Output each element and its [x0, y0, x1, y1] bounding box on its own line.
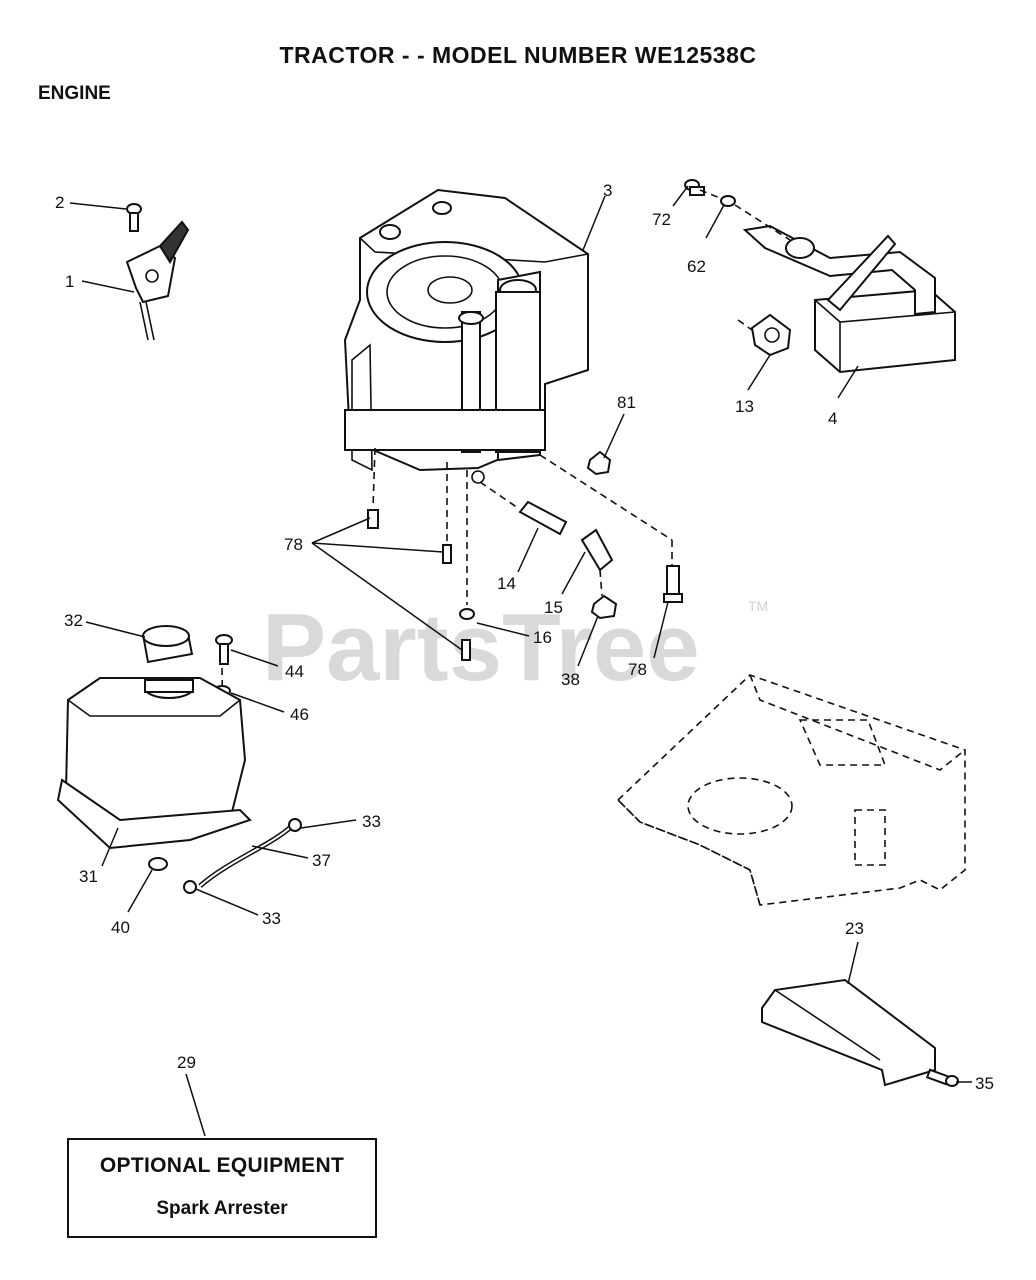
callout-4: 4: [828, 409, 837, 428]
page-title: TRACTOR - - MODEL NUMBER WE12538C: [279, 42, 757, 68]
callout-37: 37: [312, 851, 331, 870]
part-32-fuel-cap[interactable]: [142, 625, 194, 664]
part-40-grommet[interactable]: [148, 857, 168, 871]
callout-13: 13: [735, 397, 754, 416]
part-44-screw[interactable]: [215, 634, 233, 665]
part-72-bolt[interactable]: [684, 179, 705, 196]
part-13-gasket[interactable]: [750, 313, 792, 357]
part-37-fuel-line[interactable]: [198, 824, 294, 888]
part-33-clamp-lower[interactable]: [183, 880, 197, 894]
callout-62: 62: [687, 257, 706, 276]
part-62-washer[interactable]: [720, 195, 736, 207]
callout-32: 32: [64, 611, 83, 630]
callout-38: 38: [561, 670, 580, 689]
callout-16: 16: [533, 628, 552, 647]
callout-29: 29: [177, 1053, 196, 1072]
section-title: ENGINE: [38, 83, 111, 104]
callout-14: 14: [497, 574, 516, 593]
watermark-trademark: TM: [748, 598, 768, 614]
chassis-frame: [616, 674, 966, 906]
part-15-elbow[interactable]: [580, 528, 614, 572]
optional-equipment-box: OPTIONAL EQUIPMENT Spark Arrester: [67, 1138, 377, 1238]
callout-78-right: 78: [628, 660, 647, 679]
part-35-screw[interactable]: [925, 1068, 959, 1087]
part-16-washer[interactable]: [459, 608, 475, 620]
callout-labels: 2 1 3 72 62 13 4 81 78 14 15 16 38 78 32…: [55, 181, 994, 1093]
optional-equipment-item[interactable]: Spark Arrester: [156, 1198, 288, 1219]
part-2-screw[interactable]: [126, 203, 142, 232]
part-14-fitting[interactable]: [518, 500, 568, 536]
part-81-nut[interactable]: [586, 450, 612, 476]
callout-3: 3: [603, 181, 612, 200]
part-31-fuel-tank[interactable]: [56, 677, 252, 850]
callout-72: 72: [652, 210, 671, 229]
part-4-muffler[interactable]: [742, 224, 956, 374]
callout-35: 35: [975, 1074, 994, 1093]
part-1-throttle-control[interactable]: [125, 220, 190, 341]
callout-44: 44: [285, 662, 304, 681]
callout-33-upper: 33: [362, 812, 381, 831]
part-33-clamp-upper[interactable]: [288, 818, 302, 832]
part-38-nut[interactable]: [590, 594, 618, 620]
callout-46: 46: [290, 705, 309, 724]
part-3-engine[interactable]: [343, 188, 589, 484]
callout-23: 23: [845, 919, 864, 938]
callout-15: 15: [544, 598, 563, 617]
watermark-text: PartsTree: [262, 594, 700, 701]
callout-2: 2: [55, 193, 64, 212]
callout-81: 81: [617, 393, 636, 412]
callout-31: 31: [79, 867, 98, 886]
optional-equipment-title: OPTIONAL EQUIPMENT: [99, 1154, 345, 1177]
callout-40: 40: [111, 918, 130, 937]
callout-33-lower: 33: [262, 909, 281, 928]
callout-78-left: 78: [284, 535, 303, 554]
leader-lines: [69, 185, 972, 1137]
callout-1: 1: [65, 272, 74, 291]
part-23-heat-shield[interactable]: [761, 978, 936, 1087]
